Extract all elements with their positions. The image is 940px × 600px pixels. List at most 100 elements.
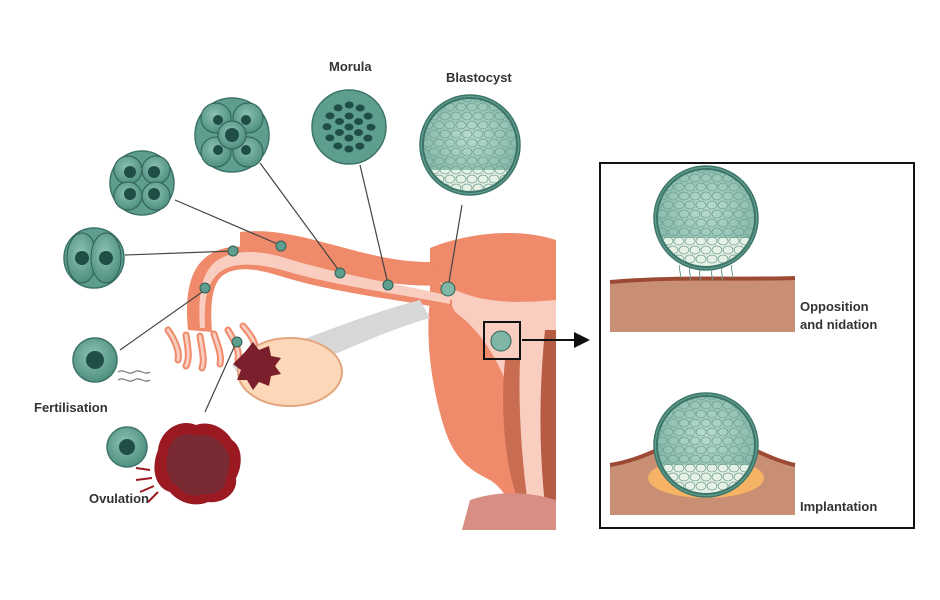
blastocyst-cell <box>483 111 495 121</box>
blastocyst-cell <box>488 156 500 166</box>
morula-cell-nucleus <box>325 112 335 120</box>
blastocyst-cell <box>717 481 729 491</box>
blastocyst-cell <box>455 156 467 166</box>
blastocyst-cell <box>439 165 451 175</box>
morula-cell-nucleus <box>333 104 343 112</box>
blastocyst-cell <box>717 409 729 419</box>
blastocyst-cell <box>483 165 495 175</box>
blastocyst-cell <box>472 98 484 103</box>
tube-embryos <box>199 240 512 352</box>
blastocyst-cell <box>695 182 707 192</box>
blastocyst-cell <box>695 169 707 174</box>
morula-cell-nucleus <box>322 123 332 131</box>
blastocyst-cell <box>728 182 740 192</box>
eight-cell-embryo <box>194 97 270 173</box>
blastocyst-cell <box>444 138 456 148</box>
blastocyst-cell <box>722 191 734 201</box>
blastocyst-cell <box>662 445 674 455</box>
morula-cell-nucleus <box>333 142 343 150</box>
blastocyst-cell <box>667 418 679 428</box>
morula-cell-nucleus <box>355 142 365 150</box>
blastocyst-cell <box>700 209 712 219</box>
label-morula: Morula <box>329 59 372 74</box>
blastocyst-cell <box>684 427 696 437</box>
blastocyst-cell <box>450 129 462 139</box>
morula <box>311 89 387 165</box>
blastocyst-cell <box>689 191 701 201</box>
blastocyst-cell <box>684 396 696 401</box>
blastocyst-cell <box>728 409 740 419</box>
blastocyst-cell <box>678 227 690 237</box>
morula-cell-nucleus <box>344 101 354 109</box>
blastocyst-cell <box>684 218 696 228</box>
label-opposition-line2: and nidation <box>800 317 878 332</box>
blastocyst-cell <box>488 120 500 130</box>
blastocyst <box>419 94 521 196</box>
four-cell-embryo <box>109 150 175 216</box>
blastocyst-cell <box>717 254 729 264</box>
ovulation-follicle <box>135 422 241 505</box>
blastocyst-cell <box>722 245 734 255</box>
blastocyst-cell <box>423 102 434 112</box>
blastocyst-cell <box>466 156 478 166</box>
blastocyst-cell <box>433 120 445 130</box>
blastocyst-cell <box>717 200 729 210</box>
blastocyst-cell <box>678 209 690 219</box>
blastocyst-cell <box>684 445 696 455</box>
blastocyst-cell <box>706 218 718 228</box>
blastocyst-cell <box>472 147 484 157</box>
blastocyst-cell <box>662 427 674 437</box>
blastocyst-cell <box>711 472 723 482</box>
blastocyst-cell <box>461 129 473 139</box>
blastocyst-cell <box>684 169 696 174</box>
fertilised-egg <box>72 337 151 383</box>
blastocyst-cell <box>433 156 445 166</box>
blastocyst-cell <box>466 138 478 148</box>
blastocyst-cell <box>744 209 755 219</box>
fallopian-tube <box>164 246 452 372</box>
blastocyst-cell <box>733 436 745 446</box>
blastocyst-cell <box>695 481 707 491</box>
blastocyst-cell <box>689 418 701 428</box>
blastocyst-cell <box>678 454 690 464</box>
blastocyst-cell <box>717 427 729 437</box>
morula-cell-nucleus <box>363 112 373 120</box>
highlight-box <box>483 321 521 360</box>
blastocyst-cell <box>439 111 451 121</box>
blastocyst-cell <box>739 218 751 228</box>
blastocyst-cell <box>728 445 740 455</box>
blastocyst-cell <box>684 182 696 192</box>
blastocyst-cell <box>673 200 685 210</box>
morula-cell-nucleus <box>354 129 364 137</box>
blastocyst-cell <box>657 227 668 237</box>
blastocyst-cell <box>684 236 696 246</box>
morula-cell-nucleus <box>363 134 373 142</box>
blastocyst-cell <box>706 396 718 401</box>
blastocyst-cell <box>733 418 745 428</box>
blastocyst-cell <box>684 200 696 210</box>
blastocyst-cell <box>477 138 489 148</box>
blastocyst-cell <box>739 200 751 210</box>
blastocyst-cell <box>428 147 440 157</box>
blastocyst-cell <box>423 111 429 121</box>
blastocyst-cell <box>439 147 451 157</box>
blastocyst-cell <box>678 191 690 201</box>
blastocyst-cell <box>733 227 745 237</box>
blastocyst-cell <box>657 445 663 455</box>
blastocyst-cell <box>711 436 723 446</box>
blastocyst-cell <box>461 147 473 157</box>
morula-cell-nucleus <box>334 117 344 125</box>
label-implantation: Implantation <box>800 499 878 514</box>
blastocyst-cell <box>706 169 718 174</box>
blastocyst-cell <box>472 129 484 139</box>
morula-cell-nucleus <box>366 123 376 131</box>
uterus <box>240 231 556 530</box>
blastocyst-cell <box>450 147 462 157</box>
blastocyst-cell <box>711 418 723 428</box>
blastocyst-cell <box>711 245 723 255</box>
blastocyst-cell <box>510 174 517 184</box>
blastocyst-cell <box>455 102 467 112</box>
label-fertilisation: Fertilisation <box>34 400 108 415</box>
blastocyst-cell <box>472 111 484 121</box>
